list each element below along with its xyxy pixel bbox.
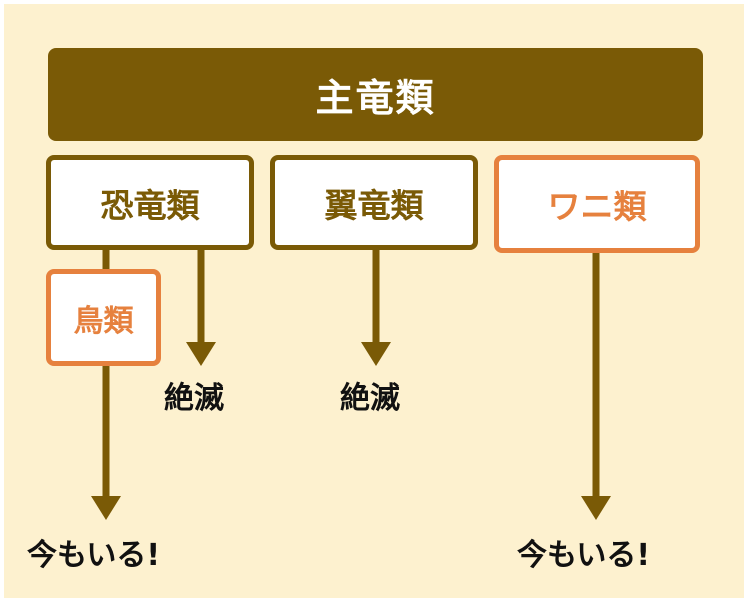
node-dinosaurs: 恐竜類 bbox=[46, 155, 254, 250]
arrow-ptero-to-extinct-head bbox=[361, 342, 391, 366]
arrow-dino-to-alive-head bbox=[91, 496, 121, 520]
node-pterosaurs: 翼竜類 bbox=[270, 155, 478, 250]
label-extinct-dinosaurs: 絶滅 bbox=[164, 381, 224, 416]
arrow-croc-to-alive-head bbox=[581, 496, 611, 520]
label-alive-birds: 今もいる! bbox=[27, 538, 161, 573]
node-birds: 鳥類 bbox=[46, 269, 161, 366]
arrow-dino-to-extinct-head bbox=[186, 342, 216, 366]
label-extinct-pterosaurs: 絶滅 bbox=[340, 381, 400, 416]
node-crocodiles: ワニ類 bbox=[494, 155, 700, 253]
archosaur-header: 主竜類 bbox=[48, 48, 703, 141]
label-alive-crocodiles: 今もいる! bbox=[517, 538, 651, 573]
